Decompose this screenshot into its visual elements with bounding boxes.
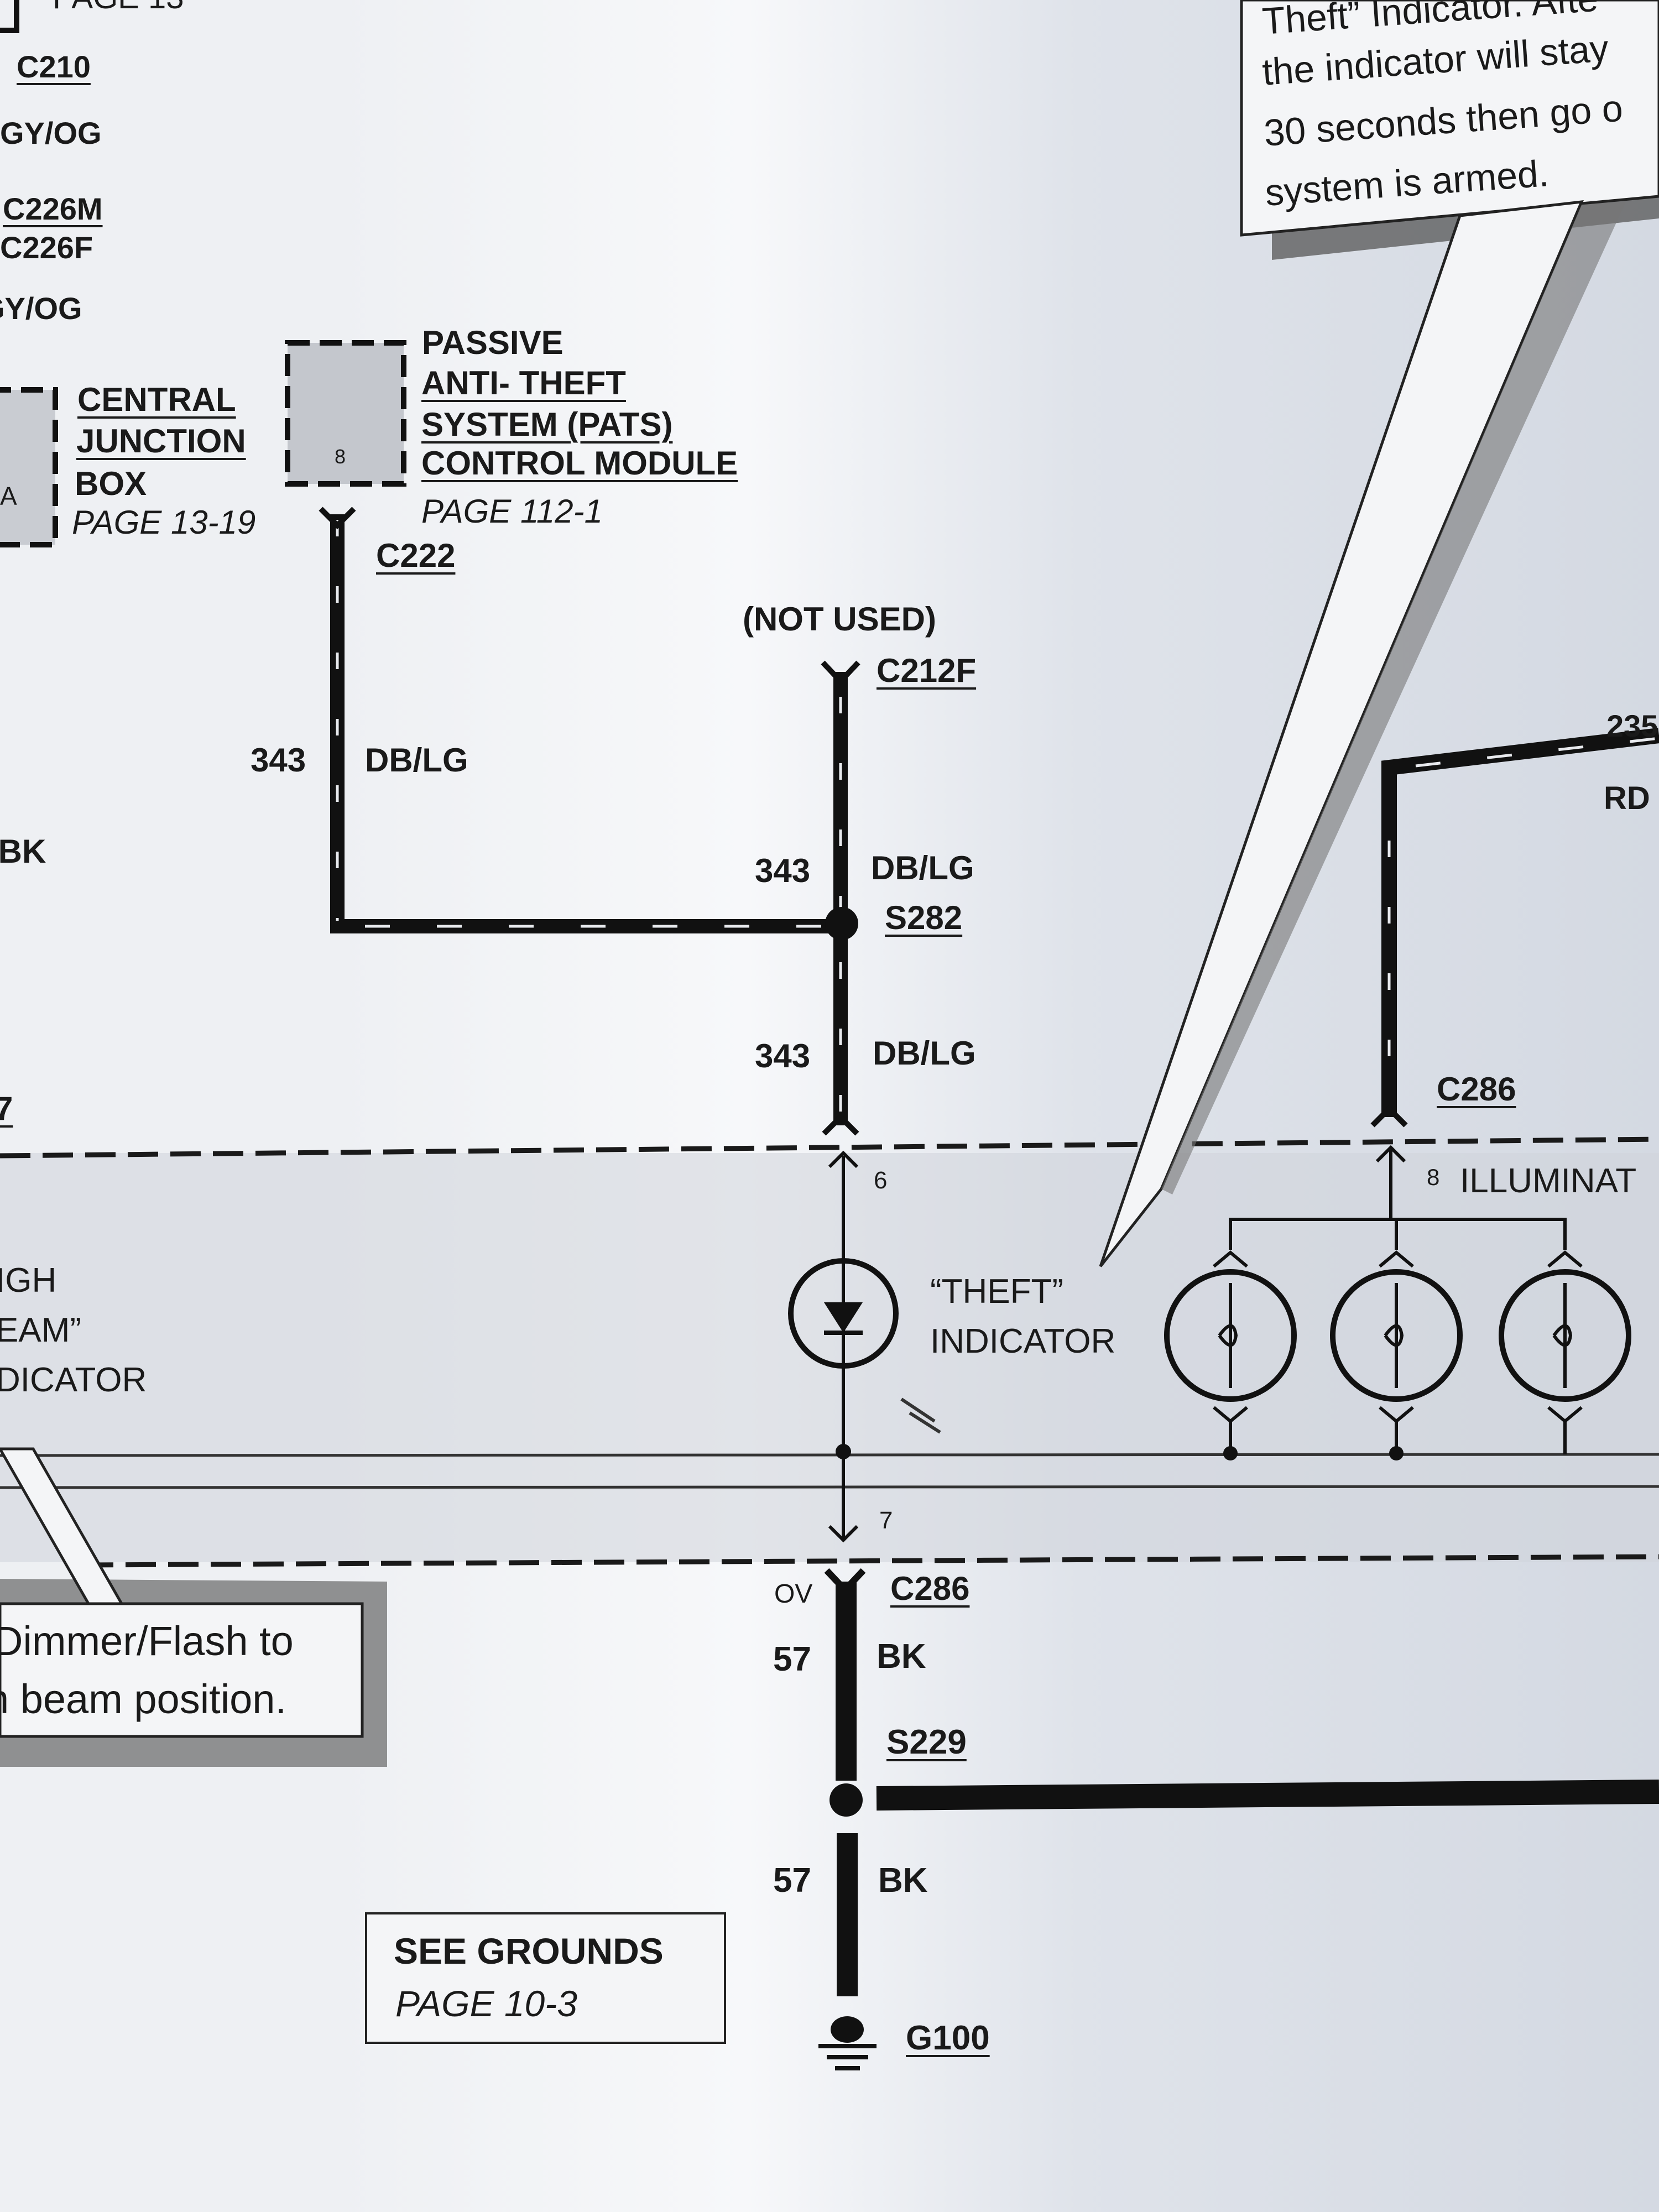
- page-ref-partial: PAGE 13: [53, 0, 184, 16]
- illumination-label: ILLUMINAT: [1460, 1162, 1637, 1200]
- callout-top-box: [1240, 0, 1659, 237]
- theft-indicator-line2: INDICATOR: [930, 1322, 1116, 1360]
- c212f-label: C212F: [877, 652, 977, 689]
- wire-235-num: 235: [1606, 708, 1658, 743]
- wire-343-low-color: DB/LG: [873, 1035, 976, 1072]
- cjb-line1: CENTRAL: [77, 381, 236, 418]
- s229-label: S229: [886, 1723, 967, 1761]
- wire-343-mid-color: DB/LG: [871, 849, 974, 886]
- not-used-label: (NOT USED): [743, 601, 936, 638]
- cluster-junction-dot: [836, 1444, 851, 1459]
- gy-og-label-1: GY/OG: [0, 116, 102, 150]
- pats-page: PAGE 112-1: [421, 493, 603, 530]
- high-beam-line1: IGH: [0, 1261, 57, 1300]
- c226f-label: C226F: [0, 230, 93, 265]
- g100-ground-cap: [831, 2016, 864, 2043]
- c286-top-label: C286: [1437, 1071, 1516, 1108]
- pats-line2: ANTI- THEFT: [421, 364, 626, 401]
- wire-343-low-num: 343: [755, 1037, 811, 1074]
- c286-right-connector-symbol: [1370, 1104, 1408, 1128]
- bk-partial-label: /BK: [0, 833, 46, 870]
- pin7-arrow: [828, 1525, 859, 1543]
- wire-57-1-color: BK: [877, 1637, 926, 1676]
- s282-label: S282: [885, 899, 963, 936]
- wire-343-left-color: DB/LG: [365, 742, 468, 779]
- callout-bottom-line1: Dimmer/Flash to: [0, 1618, 294, 1664]
- ov-label: OV: [774, 1579, 813, 1609]
- pin-7-label: 7: [879, 1507, 893, 1534]
- see-grounds-box: [365, 1912, 726, 2044]
- theft-led-circle: [788, 1258, 899, 1369]
- callout-top-pointer-shadow: [1161, 202, 1626, 1194]
- s229-splice: [830, 1783, 863, 1817]
- wire-343-left-num: 343: [251, 742, 306, 779]
- wire-235-color: RD: [1604, 780, 1650, 816]
- cjb-line2: JUNCTION: [76, 422, 246, 460]
- cluster-bus-line: [0, 1453, 1659, 1457]
- illumination-bulb-3: [1499, 1250, 1631, 1454]
- pats-line3: SYSTEM (PATS): [421, 406, 673, 443]
- pats-line4: CONTROL MODULE: [421, 445, 738, 482]
- cjb-line3: BOX: [75, 465, 147, 502]
- pats-pin-8: 8: [335, 445, 346, 468]
- c212f-connector-symbol: [821, 660, 860, 686]
- high-beam-line3: DICATOR: [0, 1361, 147, 1399]
- c226m-label: C226M: [3, 191, 103, 226]
- c286-bottom-label: C286: [890, 1570, 970, 1607]
- cluster-bottom-boundary: [82, 1554, 1659, 1568]
- partial-module-bracket: [0, 0, 19, 33]
- led-diode-triangle: [824, 1302, 863, 1333]
- wire-57-2-num: 57: [773, 1861, 811, 1900]
- cluster-top-boundary: [0, 1136, 1659, 1159]
- see-grounds-line2: PAGE 10-3: [395, 1983, 577, 2024]
- s282-splice: [825, 907, 858, 940]
- see-grounds-line1: SEE GROUNDS: [394, 1931, 664, 1971]
- pin6-arrow: [828, 1150, 859, 1168]
- wire-235-rd: [1381, 728, 1659, 1117]
- cluster-band: [0, 1153, 1659, 1562]
- led-light-arrows: [900, 1397, 941, 1434]
- pats-module-outline: [285, 340, 406, 487]
- pin8-arrow: [1375, 1145, 1406, 1163]
- wire-57-branch: [876, 1780, 1659, 1811]
- illumination-bulb-1: [1164, 1250, 1297, 1460]
- c222-label: C222: [376, 537, 456, 574]
- gy-og-label-2: GY/OG: [0, 291, 82, 326]
- c210-label: C210: [17, 49, 91, 84]
- illumination-bulb-2: [1330, 1250, 1463, 1460]
- seven-partial-label: 7: [0, 1090, 13, 1127]
- wire-57-2-color: BK: [878, 1861, 928, 1900]
- cjb-pin-a: A: [0, 482, 17, 510]
- g100-label: G100: [906, 2019, 990, 2057]
- callout-bottom-pointer: [0, 1447, 124, 1605]
- pin-6-label: 6: [874, 1167, 888, 1194]
- central-junction-box-outline: [0, 387, 58, 547]
- c222-connector-symbol: [319, 507, 356, 530]
- theft-indicator-line1: “THEFT”: [930, 1272, 1064, 1311]
- pats-line1: PASSIVE: [422, 324, 564, 361]
- wire-343-mid-num: 343: [755, 852, 811, 889]
- callout-bottom-line2: h beam position.: [0, 1676, 287, 1722]
- cjb-page: PAGE 13-19: [72, 504, 256, 541]
- pin-8-label: 8: [1427, 1164, 1440, 1190]
- high-beam-line2: EAM”: [0, 1311, 81, 1349]
- c286-top-connector-symbol: [822, 1113, 859, 1136]
- cluster-bus-line-2: [0, 1485, 1659, 1489]
- wire-57-1-num: 57: [773, 1640, 811, 1678]
- callout-bottom-box: [0, 1602, 364, 1738]
